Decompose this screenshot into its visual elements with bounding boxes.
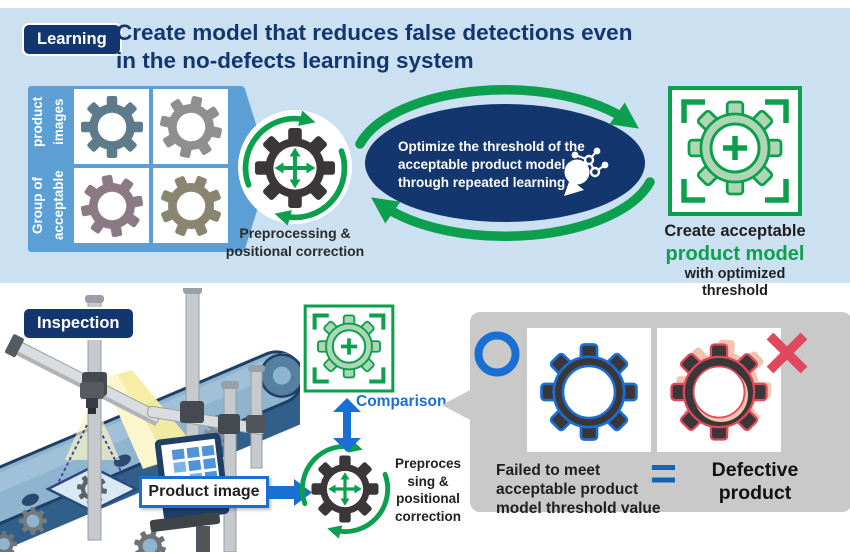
failed-threshold-text: Failed to meet acceptable product model … <box>496 461 668 519</box>
model-caption-line: Create acceptable <box>664 222 806 240</box>
acceptable-model-icon <box>303 304 395 393</box>
product-image-grid <box>74 89 228 243</box>
preprocessing-caption-line: sing & <box>407 473 449 489</box>
preprocessing-caption-line: Preproces <box>394 456 462 471</box>
product-image-tile <box>153 89 228 164</box>
ai-learning-icon <box>564 147 609 196</box>
preprocessing-icon <box>298 440 398 540</box>
comparison-arrow-icon <box>333 398 361 452</box>
product-gear-icon <box>157 172 224 239</box>
pass-gear-icon <box>540 343 638 441</box>
product-image-label-text: Product image <box>148 483 260 500</box>
cycle-text-line: through repeated learning <box>398 174 566 190</box>
equals-sign: = <box>650 450 677 496</box>
product-image-tile <box>74 89 149 164</box>
fail-cross-icon <box>766 332 808 374</box>
learning-badge: Learning <box>22 23 122 56</box>
preprocessing-caption: Preprocessing & positional correction <box>200 225 390 261</box>
model-caption: Create acceptable product model with opt… <box>650 222 820 301</box>
inspection-badge-label: Inspection <box>37 314 120 332</box>
preprocessing-icon <box>238 110 352 224</box>
product-gear-icon <box>78 172 145 239</box>
comparison-label-text: Comparison <box>356 393 447 410</box>
corner-brackets-icon <box>681 99 789 203</box>
cycle-text: Optimize the threshold of the acceptable… <box>398 138 585 192</box>
preprocessing-caption-line: positional <box>396 491 460 507</box>
defective-product-line: Defective <box>711 459 799 481</box>
preprocessing-caption: Preproces sing & positional correction <box>385 455 471 525</box>
acceptable-images-label-line: product images <box>30 96 66 148</box>
model-caption-line: with optimized threshold <box>684 265 786 300</box>
acceptable-images-label-line: Group of acceptable <box>30 170 66 241</box>
learning-badge-label: Learning <box>37 30 107 48</box>
plus-icon <box>723 136 747 160</box>
learning-title-line: in the no-defects learning system <box>116 47 474 73</box>
failed-threshold-line: model threshold value <box>496 500 661 518</box>
corner-brackets-icon <box>312 313 386 384</box>
failed-threshold-line: acceptable product <box>496 481 639 499</box>
product-image-label: Product image <box>139 476 269 508</box>
model-caption-line: product model <box>665 242 805 265</box>
pass-circle-icon <box>474 331 520 377</box>
belt-gear-icon <box>19 507 47 535</box>
product-image-tile <box>74 168 149 243</box>
comparison-label: Comparison <box>356 393 446 411</box>
cycle-text-line: acceptable product model <box>398 156 566 172</box>
defective-product-text: Defective product <box>696 459 814 506</box>
camera-icon <box>80 382 104 414</box>
acceptable-images-label: Group of acceptable product images <box>28 86 74 252</box>
failed-threshold-line: Failed to meet <box>496 462 601 479</box>
cycle-arrows-icon <box>355 85 655 241</box>
learning-title-line: Create model that reduces false detectio… <box>116 20 633 45</box>
preprocessing-caption-line: Preprocessing & <box>239 225 351 241</box>
belt-gear-icon <box>0 531 17 552</box>
fail-gear-icon <box>670 336 775 441</box>
inspection-badge: Inspection <box>22 307 135 340</box>
learning-cycle-graphic <box>355 85 655 241</box>
verdict-panel-pointer <box>442 389 472 421</box>
product-gear-icon <box>80 95 143 158</box>
preprocessing-caption-line: correction <box>394 508 462 524</box>
plus-icon <box>340 338 358 355</box>
preprocessing-caption-line: positional correction <box>225 242 365 259</box>
defective-product-line: product <box>718 482 792 505</box>
product-gear-icon <box>157 93 224 160</box>
cycle-text-line: Optimize the threshold of the <box>398 139 585 154</box>
belt-gear-icon <box>130 526 170 552</box>
equals-sign-text: = <box>650 447 677 499</box>
learning-title: Create model that reduces false detectio… <box>116 19 632 75</box>
acceptable-model-icon <box>668 86 802 216</box>
product-image-tile <box>153 168 228 243</box>
